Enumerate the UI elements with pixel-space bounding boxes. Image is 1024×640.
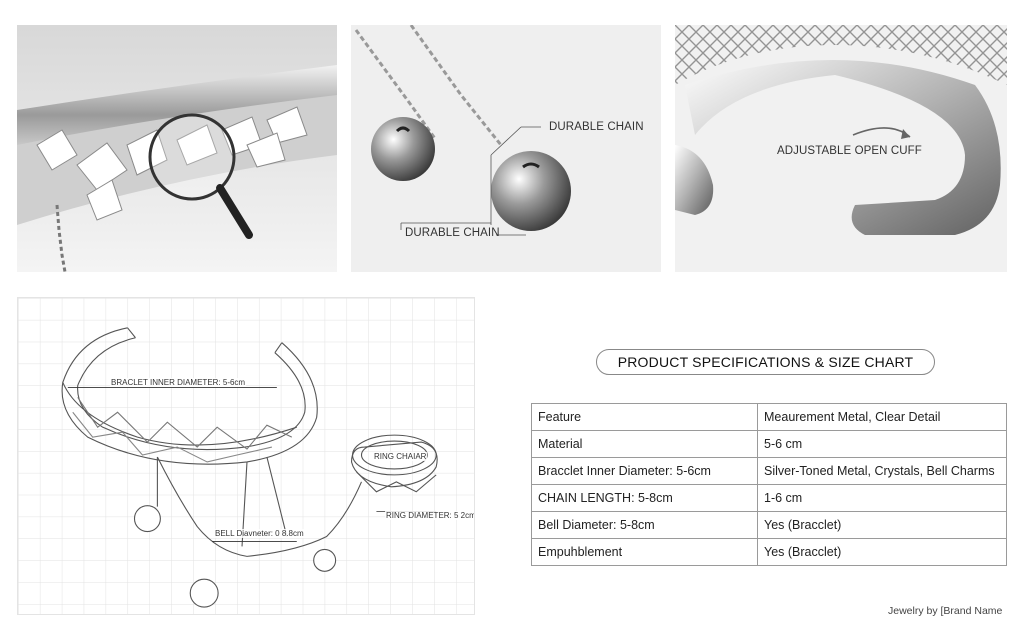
table-cell: Material: [531, 430, 758, 458]
bell-charms-illustration: [351, 25, 661, 272]
table-cell: CHAIN LENGTH: 5-8cm: [531, 484, 758, 512]
table-row: Bell Diameter: 5-8cm Yes (Bracclet): [531, 511, 1007, 539]
photo-crystal-detail: [17, 25, 337, 272]
table-cell: Empuhblement: [531, 538, 758, 566]
table-cell: Yes (Bracclet): [757, 538, 1007, 566]
table-cell: Meaurement Metal, Clear Detail: [757, 403, 1007, 431]
table-cell: Bracclet Inner Diameter: 5-6cm: [531, 457, 758, 485]
dim-ring-chain: RING CHAIAR: [373, 452, 428, 461]
photo-bell-charms: DURABLE CHAIN DURABLE CHAIN: [351, 25, 661, 272]
photo-open-cuff: ADJUSTABLE OPEN CUFF: [675, 25, 1007, 272]
spec-title: PRODUCT SPECIFICATIONS & SIZE CHART: [596, 349, 935, 375]
open-cuff-illustration: [675, 25, 1007, 272]
label-durable-chain-top: DURABLE CHAIN: [549, 121, 644, 133]
technical-sketch: BRACLET INNER DIAMETER: 5-6cm RING CHAIA…: [17, 297, 475, 615]
table-row: CHAIN LENGTH: 5-8cm 1-6 cm: [531, 484, 1007, 512]
dim-bell-diameter: BELL Diavneter: 0 8.8cm: [214, 529, 305, 538]
table-row: Feature Meaurement Metal, Clear Detail: [531, 403, 1007, 431]
crystal-band-illustration: [17, 25, 337, 272]
table-cell: 1-6 cm: [757, 484, 1007, 512]
table-cell: Yes (Bracclet): [757, 511, 1007, 539]
table-row: Material 5-6 cm: [531, 430, 1007, 458]
label-durable-chain-bottom: DURABLE CHAIN: [405, 227, 500, 239]
table-row: Empuhblement Yes (Bracclet): [531, 538, 1007, 566]
table-cell: Bell Diameter: 5-8cm: [531, 511, 758, 539]
brand-credit: Jewelry by [Brand Name: [888, 605, 1003, 617]
spec-table: Feature Meaurement Metal, Clear Detail M…: [531, 403, 1007, 566]
label-adjustable-open-cuff: ADJUSTABLE OPEN CUFF: [777, 145, 922, 157]
table-cell: 5-6 cm: [757, 430, 1007, 458]
dim-bracelet-inner-diameter: BRACLET INNER DIAMETER: 5-6cm: [110, 378, 247, 387]
table-cell: Silver-Toned Metal, Crystals, Bell Charm…: [757, 457, 1007, 485]
table-cell: Feature: [531, 403, 758, 431]
dim-ring-diameter: RING DIAMETER: 5 2cm: [385, 511, 475, 520]
table-row: Bracclet Inner Diameter: 5-6cm Silver-To…: [531, 457, 1007, 485]
